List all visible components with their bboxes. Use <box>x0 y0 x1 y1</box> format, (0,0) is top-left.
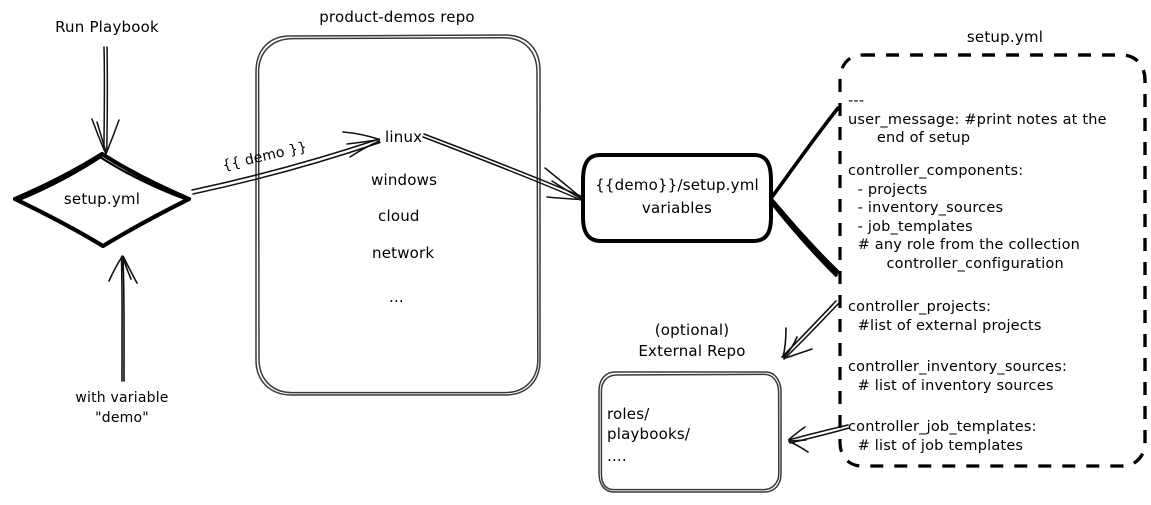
external-repo-item-playbooks: playbooks/ <box>607 425 691 443</box>
run-playbook-arrow <box>91 46 120 155</box>
demo-variable-arrow <box>191 131 381 195</box>
controller-job-templates-to-repo-arrow <box>788 424 850 453</box>
repo-item-windows: windows <box>371 171 438 189</box>
setup-yml-group-controller-components: controller_components: - projects - inve… <box>848 162 1080 273</box>
yml-line: - job_templates <box>848 218 973 235</box>
yml-line: controller_projects: <box>848 299 992 315</box>
setup-yml-dashed-box-title: setup.yml <box>966 28 1044 46</box>
setup-yml-group-header: --- user_message: #print notes at the en… <box>848 92 1107 148</box>
product-demos-repo-title: product-demos repo <box>319 8 475 26</box>
repo-item-cloud: cloud <box>378 207 420 225</box>
repo-item-network: network <box>372 244 435 262</box>
product-demos-repo-box <box>255 34 541 396</box>
setupyml-to-vars-connector <box>770 106 840 277</box>
external-repo-item-roles: roles/ <box>607 405 650 423</box>
run-playbook-label: Run Playbook <box>55 18 159 36</box>
yml-line: - inventory_sources <box>848 200 1004 217</box>
yml-line: controller_job_templates: <box>848 419 1037 435</box>
with-variable-arrow <box>108 255 138 382</box>
with-variable-label-line2: "demo" <box>95 410 149 426</box>
demo-setup-vars-line1: {{demo}}/setup.yml <box>595 176 759 194</box>
setup-yml-group-controller-projects: controller_projects: #list of external p… <box>848 298 1042 335</box>
yml-line: # any role from the collection <box>848 237 1081 254</box>
controller-projects-to-repo-arrow <box>781 300 839 360</box>
yml-line: user_message: #print notes at the <box>848 111 1107 128</box>
linux-to-vars-arrow <box>422 133 584 202</box>
external-repo-box <box>598 371 782 493</box>
setup-yml-diamond <box>12 151 192 249</box>
setup-yml-diamond-inner-wobble <box>17 155 187 202</box>
setup-yml-group-controller-job-templates: controller_job_templates: # list of job … <box>848 418 1037 455</box>
external-repo-item-ellipsis: .... <box>607 447 627 465</box>
repo-item-ellipsis: ... <box>389 288 404 306</box>
yml-line: # list of inventory sources <box>848 377 1054 394</box>
demo-setup-vars-line2: variables <box>641 199 713 217</box>
with-variable-label-line1: with variable <box>75 390 169 406</box>
demo-setup-vars-box <box>581 153 773 243</box>
external-repo-title-line1: (optional) <box>654 321 730 339</box>
yml-line: controller_configuration <box>848 255 1064 272</box>
setup-yml-group-controller-inventory-sources: controller_inventory_sources: # list of … <box>848 358 1067 395</box>
setup-yml-diamond-label: setup.yml <box>63 190 141 208</box>
repo-item-linux: linux <box>385 128 423 146</box>
yml-line: --- <box>848 93 865 109</box>
setup-yml-dashed-box <box>838 53 1147 468</box>
yml-line: - projects <box>848 181 928 198</box>
yml-line: #list of external projects <box>848 317 1042 334</box>
yml-line: controller_components: <box>848 163 1024 179</box>
external-repo-title-line2: External Repo <box>638 342 746 360</box>
yml-line: end of setup <box>848 130 971 147</box>
yml-line: # list of job templates <box>848 437 1024 454</box>
yml-line: controller_inventory_sources: <box>848 359 1068 375</box>
